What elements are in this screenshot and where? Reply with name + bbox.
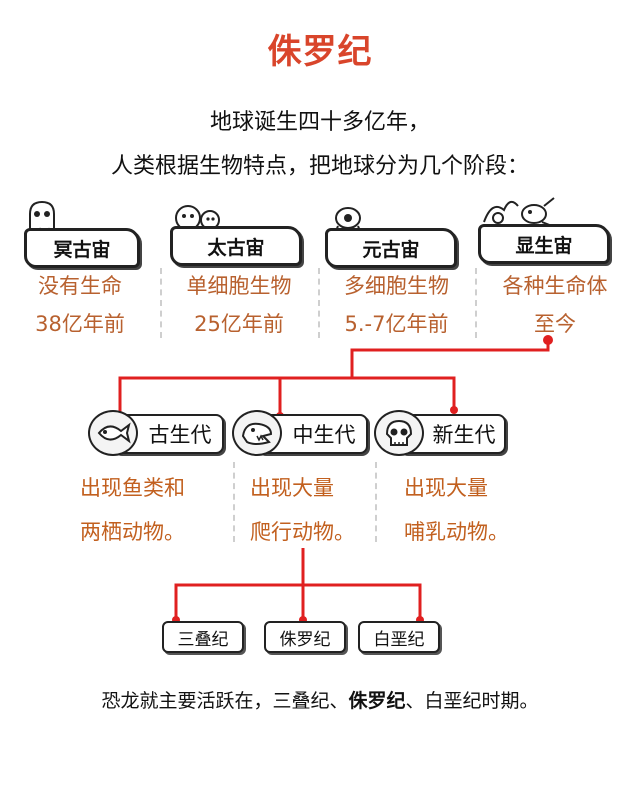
eon-time: 5.-7亿年前 bbox=[344, 312, 449, 336]
eon-tag-phanerozoic: 显生宙 bbox=[478, 224, 610, 264]
era-name: 新生代 bbox=[432, 423, 496, 447]
summary-part: 恐龙就主要活跃在，三叠纪、 bbox=[101, 690, 349, 712]
divider bbox=[233, 462, 235, 542]
eon-desc: 各种生命体 bbox=[502, 274, 608, 298]
eon-name: 显生宙 bbox=[515, 234, 573, 257]
eon-time: 至今 bbox=[534, 312, 576, 336]
period-name: 侏罗纪 bbox=[279, 629, 331, 650]
divider bbox=[318, 268, 320, 338]
eon-desc: 多细胞生物 bbox=[344, 274, 449, 298]
era-desc: 出现大量 bbox=[404, 476, 488, 500]
summary-highlight: 侏罗纪 bbox=[348, 690, 406, 712]
divider bbox=[160, 268, 162, 338]
fish-fossil-icon bbox=[88, 410, 138, 456]
era-name: 中生代 bbox=[292, 423, 356, 447]
summary-part: 、白垩纪时期。 bbox=[405, 690, 539, 712]
divider bbox=[375, 462, 377, 542]
period-tag-jurassic: 侏罗纪 bbox=[264, 621, 346, 653]
eon-desc: 没有生命 bbox=[38, 274, 122, 298]
eon-name: 太古宙 bbox=[207, 236, 265, 259]
divider bbox=[475, 268, 477, 338]
microbe-icon bbox=[172, 198, 222, 234]
intro-line-2: 人类根据生物特点，把地球分为几个阶段： bbox=[110, 154, 529, 179]
era-desc: 哺乳动物。 bbox=[404, 520, 509, 544]
period-branch-connector bbox=[303, 583, 422, 620]
period-tag-triassic: 三叠纪 bbox=[162, 621, 244, 653]
eon-time: 25亿年前 bbox=[194, 312, 284, 336]
era-desc: 爬行动物。 bbox=[250, 520, 355, 544]
period-name: 白垩纪 bbox=[373, 629, 425, 650]
intro-line-1: 地球诞生四十多亿年， bbox=[209, 110, 430, 135]
dinosaur-icon bbox=[232, 410, 282, 456]
era-desc: 出现鱼类和 bbox=[80, 476, 185, 500]
era-name: 古生代 bbox=[148, 423, 212, 447]
creatures-icon bbox=[478, 192, 558, 230]
summary-text: 恐龙就主要活跃在，三叠纪、侏罗纪、白垩纪时期。 bbox=[0, 686, 640, 713]
eon-name: 冥古宙 bbox=[53, 238, 111, 261]
eon-name: 元古宙 bbox=[362, 238, 420, 261]
connector-dot bbox=[543, 335, 553, 345]
eon-desc: 单细胞生物 bbox=[186, 274, 292, 298]
period-name: 三叠纪 bbox=[177, 629, 229, 650]
era-desc: 出现大量 bbox=[250, 476, 334, 500]
page-title: 侏罗纪 bbox=[267, 32, 373, 72]
connector-dot bbox=[450, 406, 458, 414]
eon-tag-archean: 太古宙 bbox=[170, 226, 302, 266]
skull-icon bbox=[374, 410, 424, 456]
eon-to-era-connector bbox=[118, 340, 550, 416]
era-branch-connector bbox=[352, 376, 456, 410]
period-tag-cretaceous: 白垩纪 bbox=[358, 621, 440, 653]
eon-tag-proterozoic: 元古宙 bbox=[325, 228, 457, 268]
era-desc: 两栖动物。 bbox=[80, 520, 185, 544]
eon-tag-hadean: 冥古宙 bbox=[24, 228, 140, 268]
eon-time: 38亿年前 bbox=[35, 312, 125, 336]
era-to-period-connector bbox=[174, 548, 305, 620]
